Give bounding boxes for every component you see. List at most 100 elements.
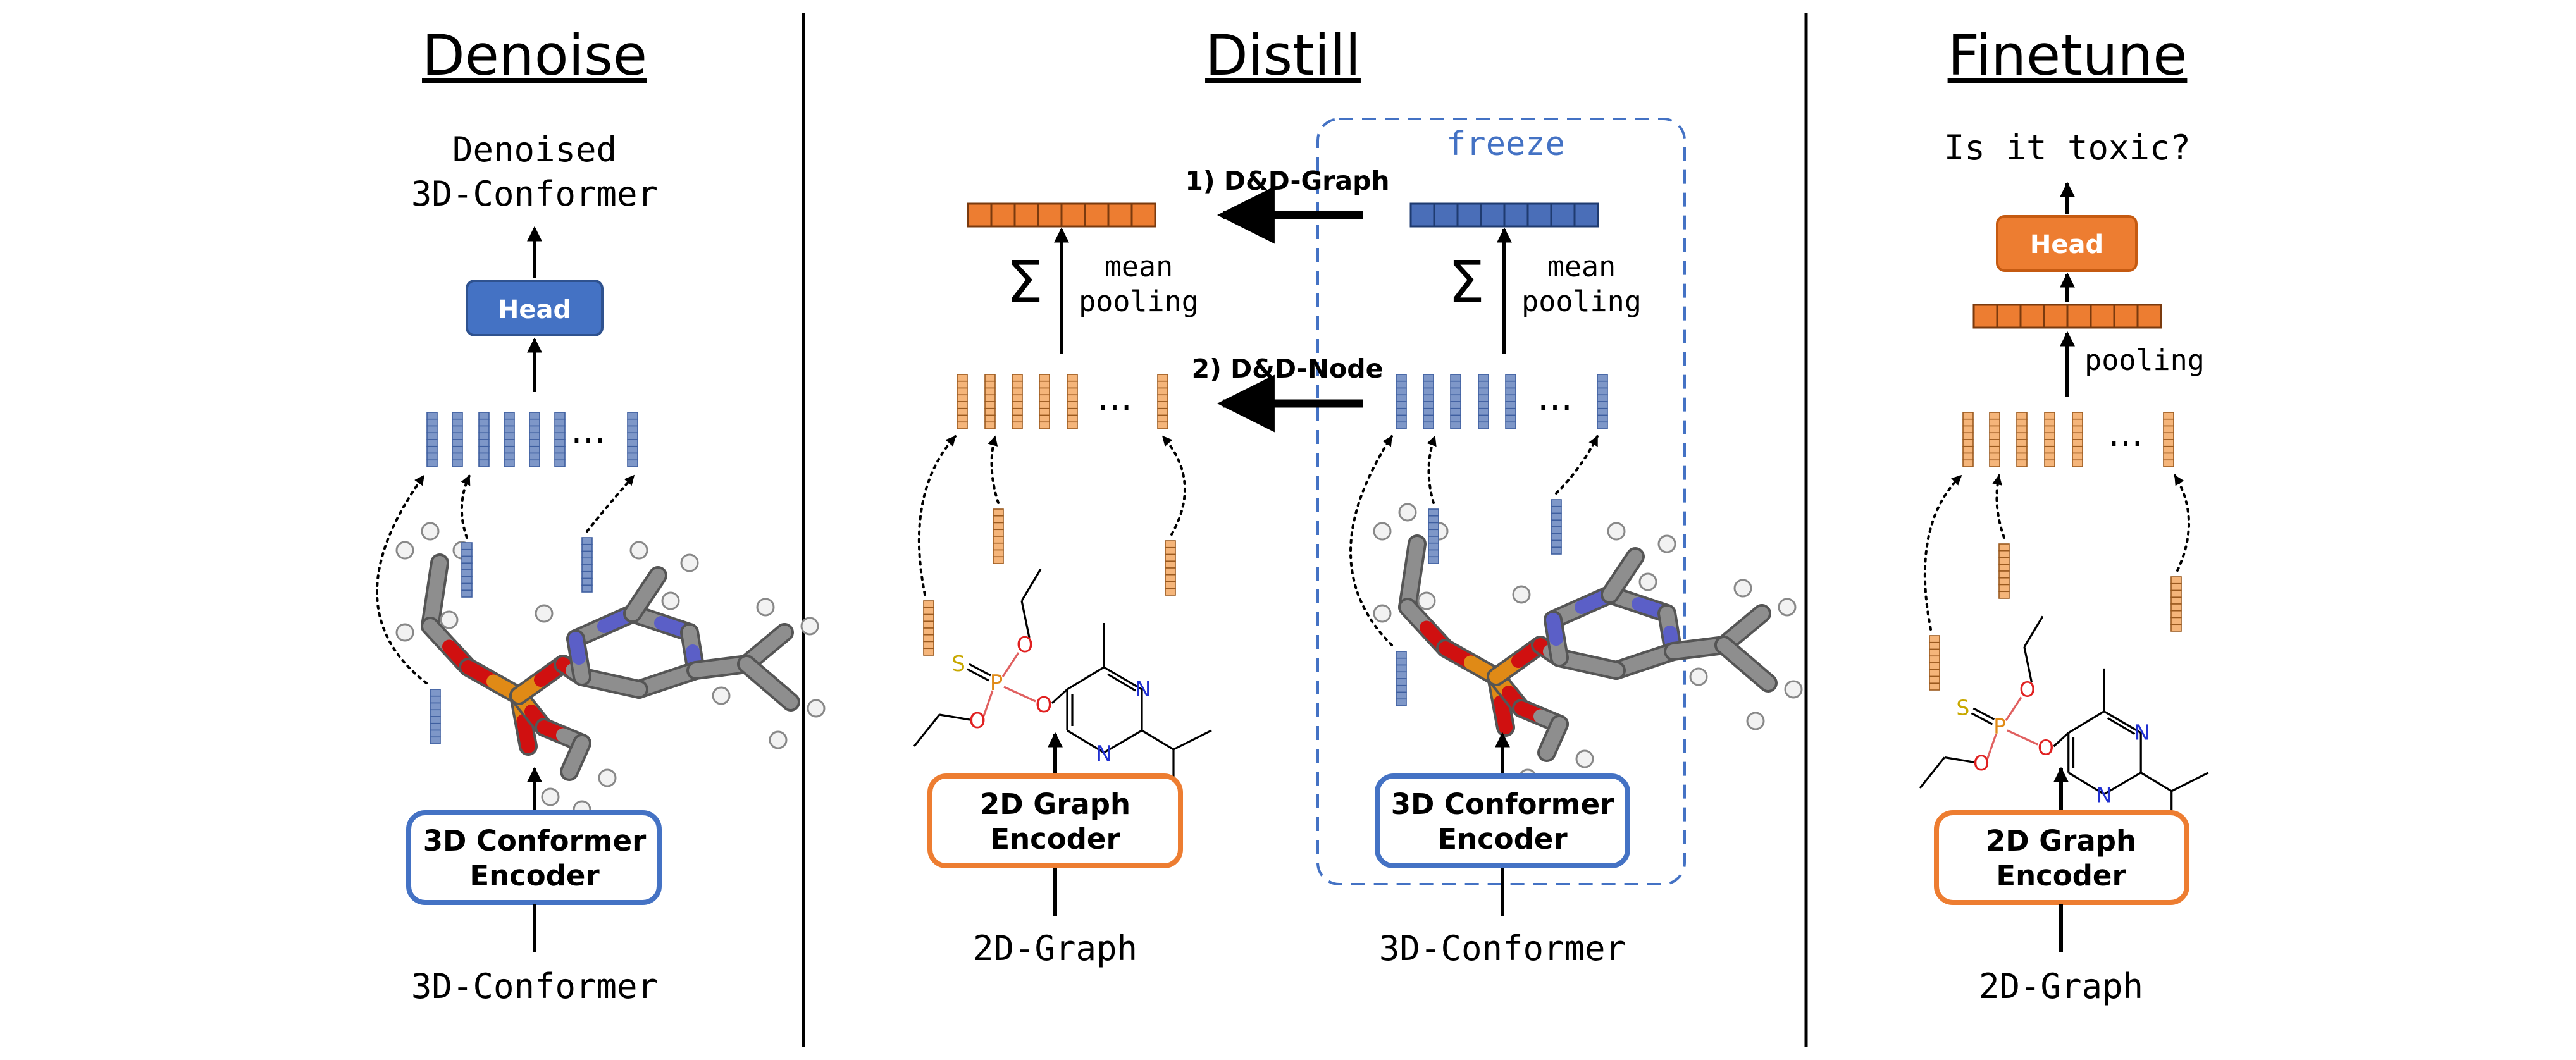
token-cell [554, 439, 566, 447]
token-cell [1989, 432, 2000, 440]
bond [562, 750, 583, 779]
token-cell [2163, 439, 2174, 447]
token-cell [1396, 651, 1407, 659]
finetune-node-tokens [1962, 412, 2174, 467]
token-cell [1962, 459, 1974, 467]
hydrogen-atom [1373, 522, 1392, 541]
token-cell [957, 380, 968, 389]
token-cell [1478, 401, 1489, 409]
node-token [1505, 374, 1516, 429]
hydrogen-atom [1638, 572, 1657, 591]
node-token [1067, 374, 1078, 429]
token-cell [923, 620, 934, 629]
token-cell [1989, 418, 2000, 427]
bond [1107, 673, 1136, 692]
finetune-ellipsis: … [2108, 414, 2143, 455]
hydrogen-atom [1689, 667, 1708, 686]
token-cell [581, 584, 593, 593]
token-cell [529, 412, 540, 420]
token-cell [2072, 445, 2083, 454]
token-cell [2072, 452, 2083, 461]
hydrogen-atom [1657, 534, 1676, 553]
finetune-title: Finetune [1948, 23, 2188, 88]
token-cell [1165, 567, 1176, 576]
token-cell [1423, 380, 1434, 389]
finetune-graph-embedding [1972, 304, 2162, 329]
token-cell [2044, 432, 2055, 440]
token-cell [1962, 439, 1974, 447]
vector-cell [2066, 304, 2092, 329]
token-cell [478, 459, 490, 467]
token-cell [984, 394, 996, 402]
token-cell [923, 607, 934, 615]
token-cell [452, 459, 463, 467]
token-cell [1039, 380, 1050, 389]
token-cell [1597, 380, 1608, 389]
token-cell [984, 387, 996, 396]
token-cell [1067, 421, 1078, 429]
token-cell [1423, 374, 1434, 382]
token-cell [2044, 459, 2055, 467]
token-cell [1039, 401, 1050, 409]
token-cell [478, 425, 490, 434]
bond [516, 714, 535, 753]
token-cell [426, 412, 438, 420]
token-cell [1012, 401, 1023, 409]
student-input-label: 2D-Graph [973, 928, 1137, 968]
token-cell [1989, 445, 2000, 454]
hydrogen-atom [395, 623, 414, 642]
token-cell [2072, 418, 2083, 427]
token-cell [461, 589, 473, 598]
node-token [1478, 374, 1489, 429]
bond [1103, 729, 1142, 754]
atom-label: O [1973, 751, 1990, 775]
token-cell [1423, 421, 1434, 429]
hydrogen-atom [1373, 604, 1392, 623]
node-token [581, 537, 593, 593]
token-cell [1157, 387, 1168, 396]
token-cell [478, 452, 490, 461]
token-cell [430, 689, 441, 697]
token-cell [1989, 425, 2000, 434]
bond [1739, 657, 1775, 690]
node-token [1551, 499, 1562, 555]
denoise-node-tokens [426, 412, 638, 467]
token-cell [1165, 546, 1176, 555]
token-cell [2072, 412, 2083, 420]
token-cell [1450, 401, 1461, 409]
bond [1540, 731, 1560, 760]
token-cell [452, 439, 463, 447]
token-cell [1505, 394, 1516, 402]
token-cell [2044, 445, 2055, 454]
token-cell [2170, 603, 2182, 612]
token-cell [1929, 682, 1940, 691]
finetune-panel: Finetune Is it toxic? Head pooling … SPO… [1919, 23, 2209, 1006]
freeze-label: freeze [1446, 125, 1565, 163]
dd-node-label: 2) D&D-Node [1192, 354, 1384, 384]
vector-cell [2136, 304, 2162, 329]
token-cell [2170, 624, 2182, 632]
token-cell [1396, 394, 1407, 402]
token-cell [1039, 414, 1050, 423]
teacher-graph-embedding [1409, 202, 1599, 228]
token-cell [993, 556, 1004, 564]
node-token [554, 412, 566, 467]
node-token [478, 412, 490, 467]
token-cell [1423, 407, 1434, 416]
hydrogen-atom [1778, 598, 1797, 617]
token-cell [1396, 380, 1407, 389]
token-mapping-arrow [1923, 474, 1962, 631]
token-cell [993, 542, 1004, 551]
finetune-encoder-line2: Encoder [1996, 859, 2126, 892]
token-cell [993, 515, 1004, 524]
token-cell [1478, 387, 1489, 396]
token-cell [452, 445, 463, 454]
denoise-input-label: 3D-Conformer [411, 966, 658, 1006]
atom-label: S [951, 651, 965, 677]
node-token [461, 542, 473, 598]
node-token [1165, 540, 1176, 596]
token-cell [2044, 412, 2055, 420]
token-cell [426, 445, 438, 454]
token-cell [430, 729, 441, 738]
